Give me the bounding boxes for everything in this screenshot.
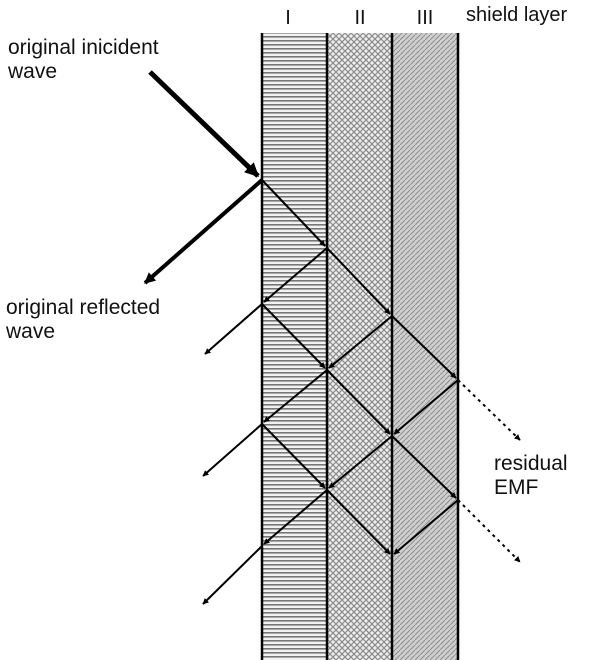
incident-wave-label-line2: wave	[8, 60, 58, 84]
internal-rays	[261, 179, 459, 555]
layer-1	[262, 33, 327, 660]
layer-3	[392, 33, 458, 660]
reflected-wave-label-line1: original reflected	[6, 296, 161, 319]
residual-emf-arrows	[457, 379, 521, 563]
residual-emf-label-line2: EMF	[494, 476, 539, 500]
reflected-wave-arrow	[143, 178, 264, 285]
secondary-reflections	[202, 303, 263, 605]
residual-emf-label-line1: residual	[494, 452, 568, 475]
layer-2	[327, 33, 392, 660]
incident-wave-label: original inicident wave	[8, 36, 159, 84]
incident-wave-label-line1: original inicident	[8, 36, 159, 59]
reflected-wave-label-line2: wave	[6, 320, 56, 344]
reflected-wave-label: original reflected wave	[6, 296, 160, 344]
layer-label-2: II	[354, 7, 365, 29]
residual-emf-label: residual EMF	[494, 452, 568, 500]
layer-label-1: I	[285, 7, 291, 29]
layer-boundaries	[260, 33, 460, 660]
incident-wave-arrow	[148, 70, 260, 178]
layer-label-3: III	[417, 7, 434, 29]
shield-layer-caption: shield layer	[466, 4, 568, 26]
